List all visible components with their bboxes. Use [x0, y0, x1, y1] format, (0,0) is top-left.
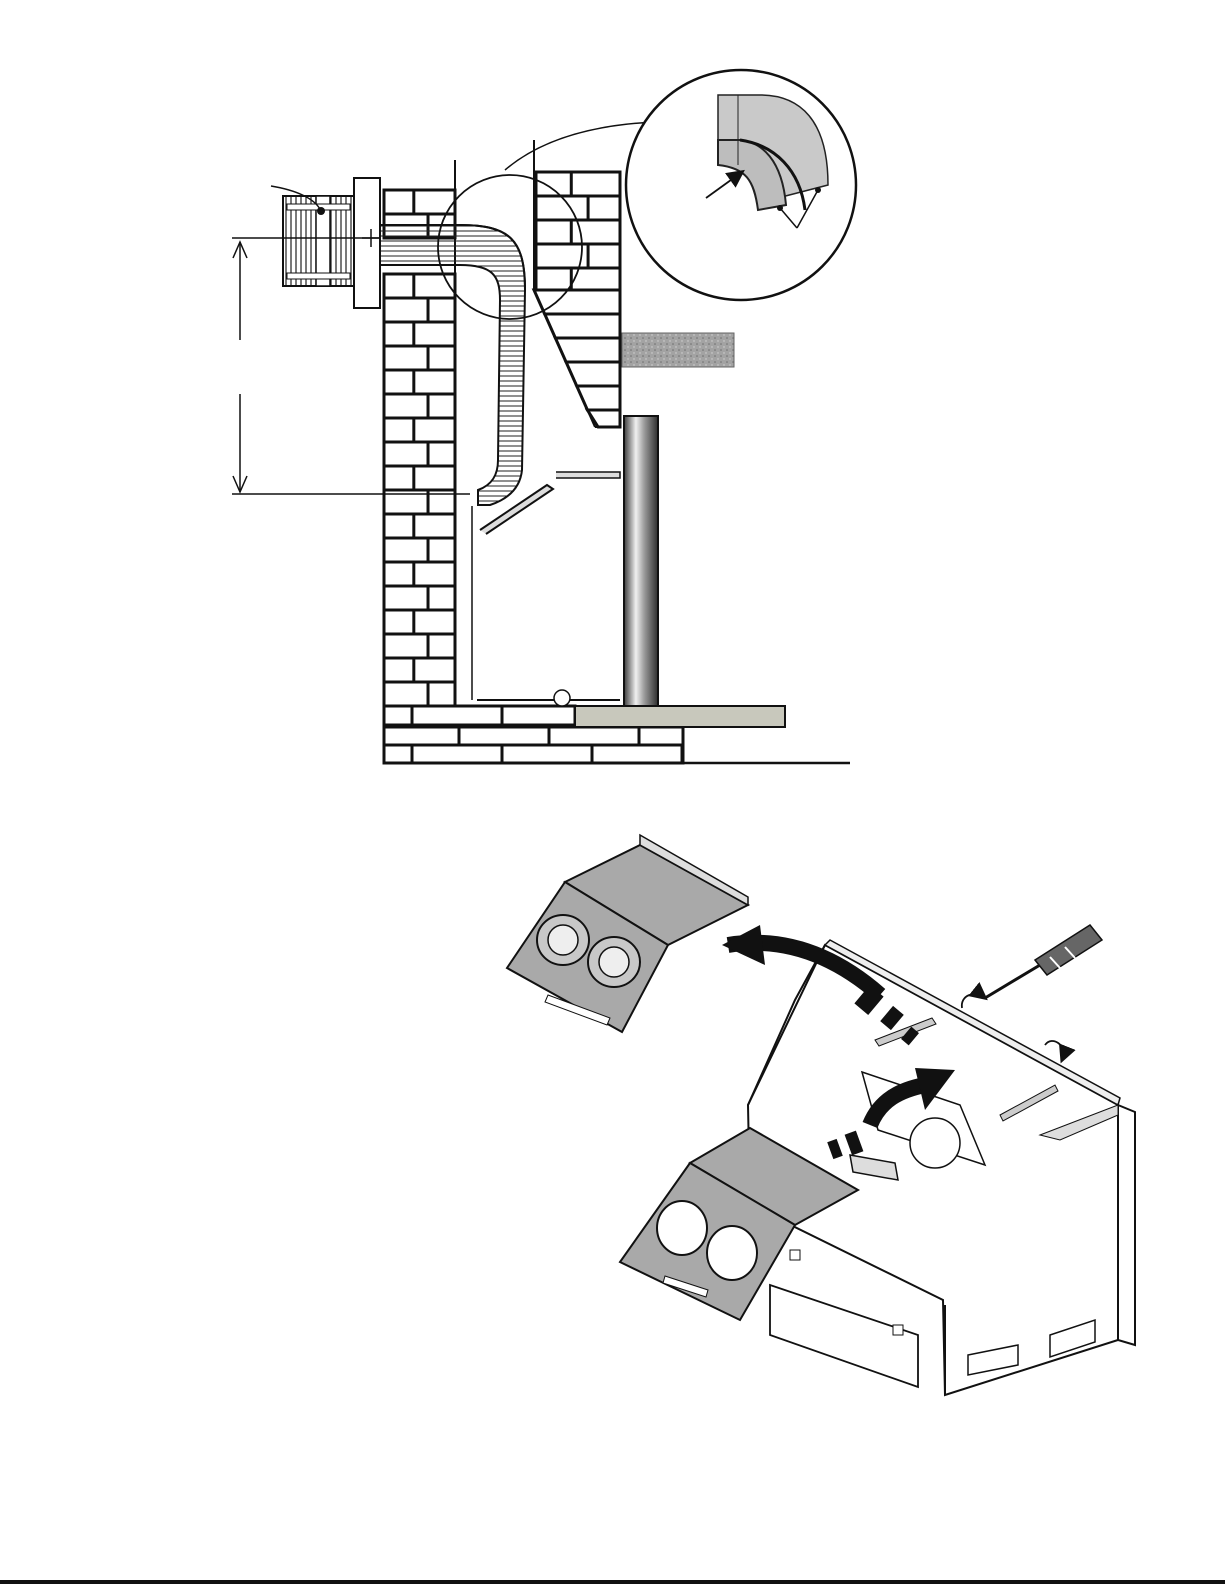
brick: [536, 244, 620, 268]
brick: [384, 442, 455, 466]
removed-top-panel: [507, 835, 748, 1032]
brick: [384, 418, 455, 442]
brick: [384, 298, 455, 322]
brick: [577, 386, 620, 410]
brick: [536, 196, 620, 220]
brick: [384, 370, 455, 394]
brick: [384, 562, 455, 586]
brick: [534, 290, 620, 314]
brick: [384, 346, 455, 370]
brick: [384, 538, 455, 562]
brick: [384, 682, 455, 706]
brick: [536, 172, 620, 196]
brick: [384, 394, 455, 418]
brick: [384, 322, 455, 346]
brick: [384, 658, 455, 682]
hearth-slab: [575, 706, 785, 727]
brick: [384, 634, 455, 658]
brick-course: [384, 745, 683, 763]
brick: [384, 466, 455, 490]
brick: [545, 314, 620, 338]
brick: [384, 586, 455, 610]
vent-termination-cap: [271, 178, 380, 308]
brick: [384, 610, 455, 634]
exterior-brick-wall: [384, 190, 455, 706]
brick: [384, 190, 455, 214]
magnify-detail-icon: [626, 70, 856, 300]
brick: [384, 514, 455, 538]
support-column: [624, 416, 658, 706]
firebox-top-panel-assembly: [507, 835, 1135, 1395]
fireplace-vent-cross-section: [232, 70, 856, 764]
screwdriver-icon: [985, 925, 1102, 998]
brick: [587, 410, 620, 427]
mantel-shelf: [622, 333, 734, 367]
